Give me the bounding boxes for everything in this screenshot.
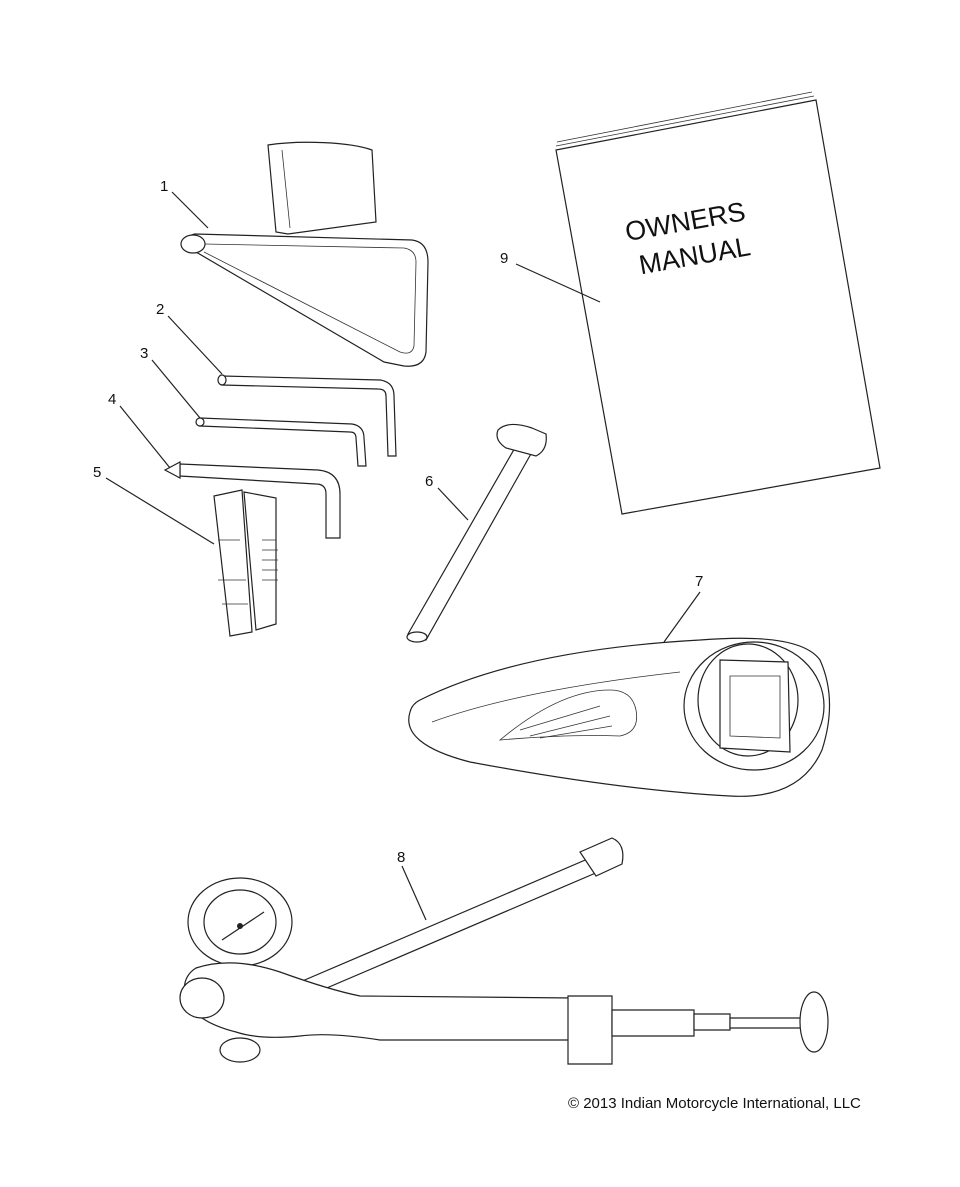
callout-4: 4 <box>108 391 116 408</box>
callout-8: 8 <box>397 849 405 866</box>
leader-lines <box>105 191 701 921</box>
part-5-fuse-puller <box>213 489 278 637</box>
part-2-hex-key <box>217 374 397 457</box>
callout-9: 9 <box>500 250 508 267</box>
callout-1: 1 <box>160 178 168 195</box>
copyright-notice: © 2013 Indian Motorcycle International, … <box>568 1095 861 1112</box>
part-7-tank-console <box>408 637 831 797</box>
part-1-tool-holder <box>180 141 429 367</box>
callout-2: 2 <box>156 301 164 318</box>
part-4-screwdriver-key <box>163 461 341 539</box>
part-8-hand-pump <box>179 837 829 1065</box>
callout-5: 5 <box>93 464 101 481</box>
callout-6: 6 <box>425 473 433 490</box>
callout-3: 3 <box>140 345 148 362</box>
callout-numbers: 1 2 3 4 5 6 7 8 9 <box>93 178 703 866</box>
part-9-owners-manual: OWNERS MANUAL <box>555 91 881 515</box>
part-6-extension-handle <box>406 423 547 643</box>
callout-7: 7 <box>695 573 703 590</box>
part-3-hex-key <box>195 417 367 467</box>
